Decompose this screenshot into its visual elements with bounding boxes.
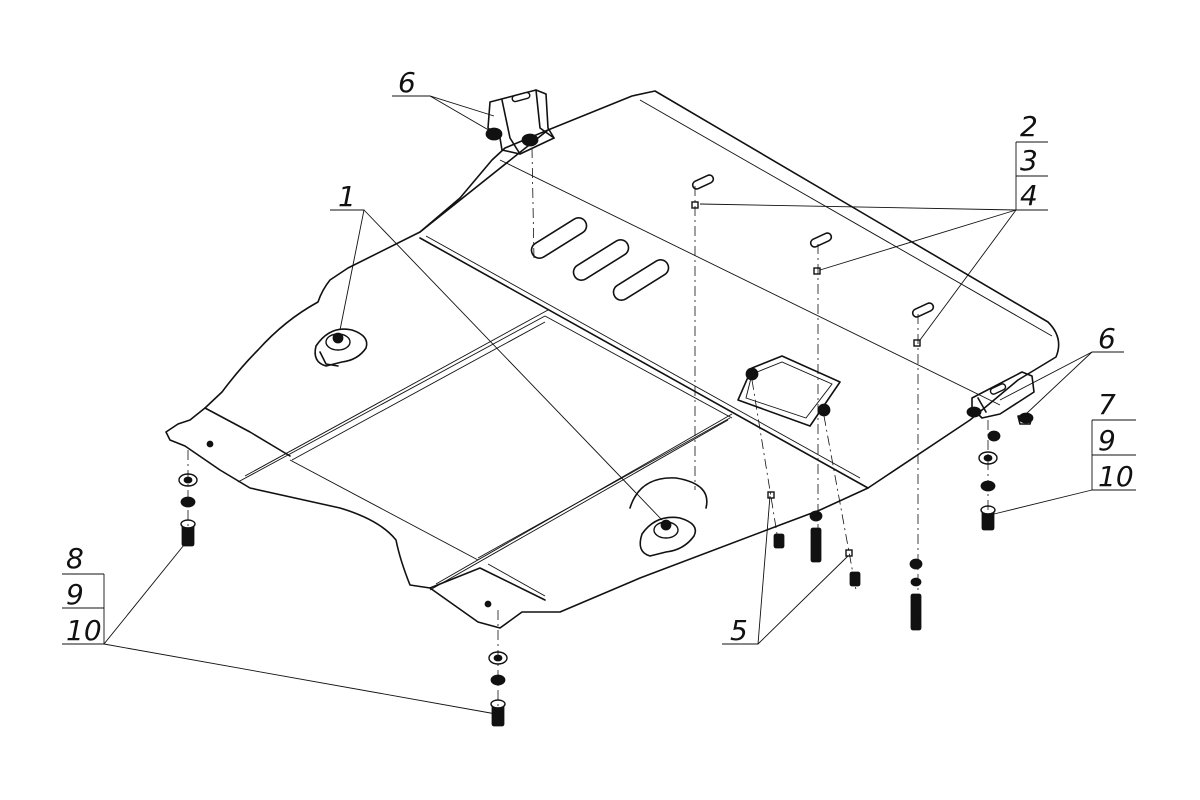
callout-1: 1 <box>338 180 356 213</box>
callout-5: 5 <box>730 614 748 647</box>
square-nut-2 <box>813 267 821 275</box>
skid-plate <box>165 90 1060 629</box>
callout-7: 7 <box>1098 388 1116 421</box>
callout-9-right: 9 <box>1098 424 1116 457</box>
small-nut-left <box>773 533 785 549</box>
callout-8: 8 <box>66 542 84 575</box>
callout-3: 3 <box>1020 144 1038 177</box>
rubber-mount-right <box>629 477 708 557</box>
fastener-stack-right <box>978 430 1001 531</box>
long-bolt-right <box>909 558 923 631</box>
bracket-top <box>485 89 555 155</box>
square-nut-3 <box>913 339 921 347</box>
long-bolt-center <box>809 510 823 563</box>
leader-lines <box>62 95 1136 715</box>
callout-4: 4 <box>1020 179 1038 212</box>
square-nut-5 <box>845 549 853 557</box>
bracket-right <box>966 371 1035 425</box>
assembly-axes <box>187 147 989 728</box>
callout-9-left: 9 <box>66 578 84 611</box>
rubber-mount-left <box>314 328 368 367</box>
square-nut-4 <box>767 491 775 499</box>
fastener-stack-left <box>178 473 198 547</box>
small-nut-right <box>849 571 861 587</box>
callout-6-right: 6 <box>1098 322 1116 355</box>
callout-2: 2 <box>1020 110 1038 143</box>
callout-10-left: 10 <box>66 614 102 647</box>
callout-6-top: 6 <box>398 66 416 99</box>
callout-10-right: 10 <box>1098 460 1134 493</box>
